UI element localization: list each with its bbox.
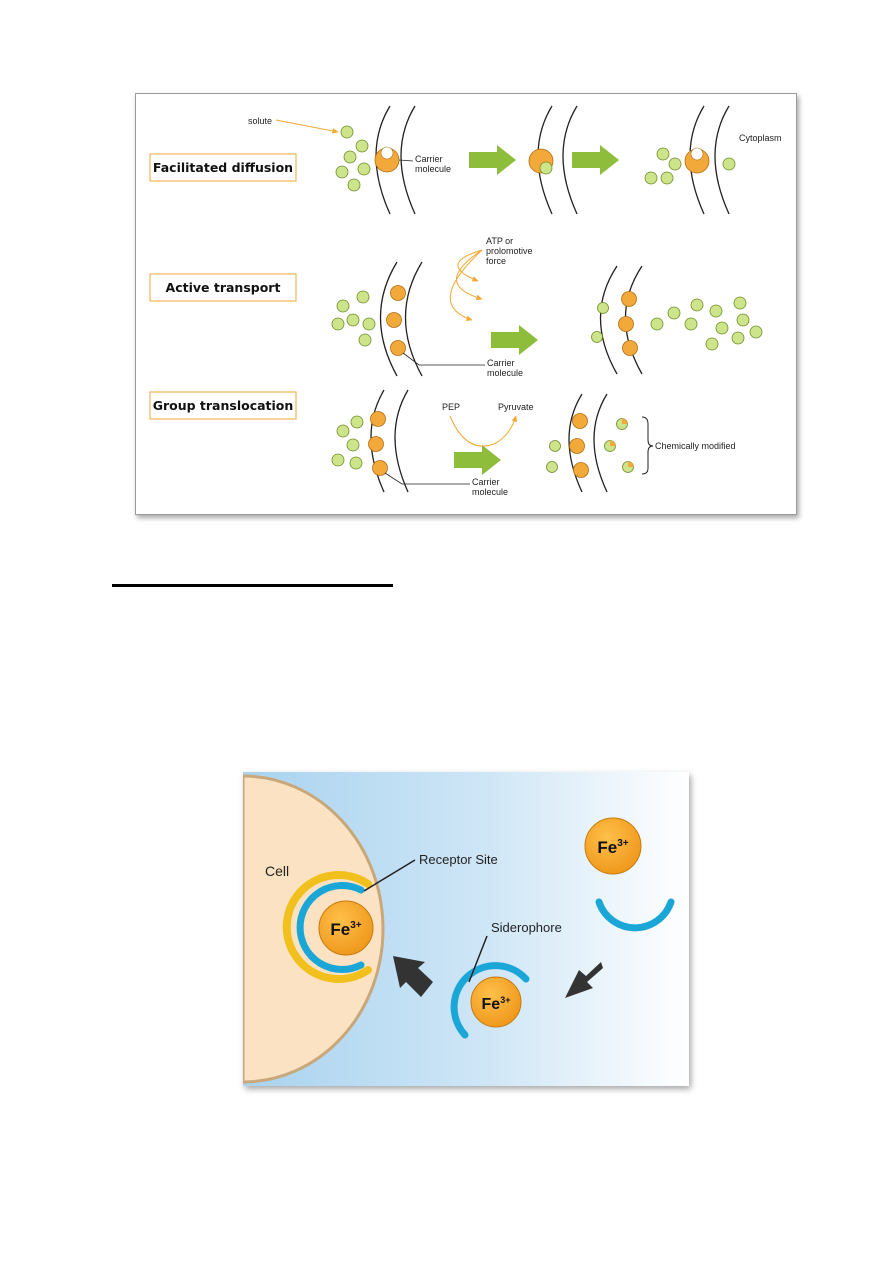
siderophore-middle <box>450 962 530 1039</box>
pep-pyruvate-arrow <box>449 415 518 447</box>
iron-ion-free: Fe3+ <box>584 817 642 875</box>
cell-label: Cell <box>265 863 289 879</box>
carrier-molecule-2 <box>528 148 554 175</box>
atp-energy-arrows <box>449 249 483 321</box>
membrane-outer-5 <box>599 265 618 375</box>
transport-mechanisms-svg: Facilitated diffusion Active transport G… <box>149 105 782 497</box>
arrow-to-cell <box>393 956 433 997</box>
arrow-from-free-iron <box>565 962 603 998</box>
green-arrow-4 <box>454 445 501 475</box>
label-box-group-translocation: Group translocation <box>149 391 297 420</box>
solute-pointer <box>275 119 339 134</box>
modified-molecules <box>604 418 634 473</box>
carriers-5 <box>618 291 638 356</box>
solute-label: solute <box>248 116 272 126</box>
membrane-inner-3 <box>714 105 730 215</box>
siderophore-svg: Cell Fe3+ Receptor Site Fe3+ Siderophore… <box>243 772 689 1086</box>
facilitated-diffusion-title: Facilitated diffusion <box>153 160 293 175</box>
solute-molecules-5 <box>591 296 763 351</box>
row-group-translocation: Carrier molecule PEP Pyruvate Chemically… <box>331 389 736 497</box>
label-box-facilitated-diffusion: Facilitated diffusion <box>149 153 297 182</box>
solute-molecules-7 <box>546 440 561 473</box>
green-arrow-2 <box>572 145 619 175</box>
carrier-label-6b: molecule <box>472 487 508 497</box>
carrier-label-4b: molecule <box>487 368 523 378</box>
solute-molecules-3 <box>644 147 736 185</box>
transport-mechanisms-figure: Facilitated diffusion Active transport G… <box>135 93 797 515</box>
siderophore-figure: Cell Fe3+ Receptor Site Fe3+ Siderophore… <box>243 772 689 1086</box>
carrier-molecule-1 <box>374 146 400 173</box>
iron-ion-middle: Fe3+ <box>470 976 522 1028</box>
receptor-site <box>282 871 372 983</box>
group-translocation-title: Group translocation <box>153 398 294 413</box>
chemically-modified-label: Chemically modified <box>655 441 736 451</box>
svg-text:Fe3+: Fe3+ <box>597 838 628 857</box>
membrane-inner-4 <box>404 261 423 377</box>
receptor-site-label: Receptor Site <box>419 852 498 867</box>
carriers-6 <box>368 411 388 476</box>
carrier-label-6a: Carrier <box>472 477 500 487</box>
solute-molecules-4 <box>331 290 376 347</box>
carriers-7 <box>569 413 589 478</box>
membrane-inner-6 <box>394 389 409 493</box>
green-arrow-3 <box>491 325 538 355</box>
pyruvate-label: Pyruvate <box>498 402 534 412</box>
membrane-outer-7 <box>568 393 583 493</box>
cytoplasm-label: Cytoplasm <box>739 133 782 143</box>
carrier-label-4a: Carrier <box>487 358 515 368</box>
carrier-label-1a: Carrier <box>415 154 443 164</box>
section-divider-line <box>112 584 393 587</box>
svg-text:Fe3+: Fe3+ <box>482 995 511 1013</box>
membrane-outer-4 <box>379 261 398 377</box>
siderophore-bound <box>296 882 365 973</box>
active-transport-title: Active transport <box>166 280 281 295</box>
carrier-molecule-3 <box>684 147 710 174</box>
siderophore-free <box>595 898 675 932</box>
row-facilitated-diffusion: solute Carrier molecule <box>248 105 782 215</box>
receptor-pointer <box>363 859 416 892</box>
solute-molecules-6 <box>331 415 364 470</box>
label-box-active-transport: Active transport <box>149 273 297 302</box>
membrane-inner-7 <box>593 393 608 493</box>
atp-label-a: ATP or <box>486 236 513 246</box>
svg-text:Fe3+: Fe3+ <box>330 920 361 939</box>
row-active-transport: Carrier molecule ATP or prolomotive forc… <box>331 236 763 378</box>
siderophore-pointer <box>468 935 488 983</box>
membrane-inner-2 <box>562 105 578 215</box>
solute-molecules-1 <box>335 125 371 192</box>
membrane-inner-1 <box>400 105 416 215</box>
pep-label: PEP <box>442 402 460 412</box>
iron-ion-bound: Fe3+ <box>318 900 374 956</box>
membrane-outer-6 <box>370 389 385 493</box>
atp-label-b: prolomotive <box>486 246 533 256</box>
modified-brace <box>641 416 654 475</box>
carrier-label-1b: molecule <box>415 164 451 174</box>
atp-label-c: force <box>486 256 506 266</box>
cell-body <box>243 774 385 1084</box>
carriers-4 <box>386 285 406 356</box>
siderophore-label: Siderophore <box>491 920 562 935</box>
green-arrow-1 <box>469 145 516 175</box>
